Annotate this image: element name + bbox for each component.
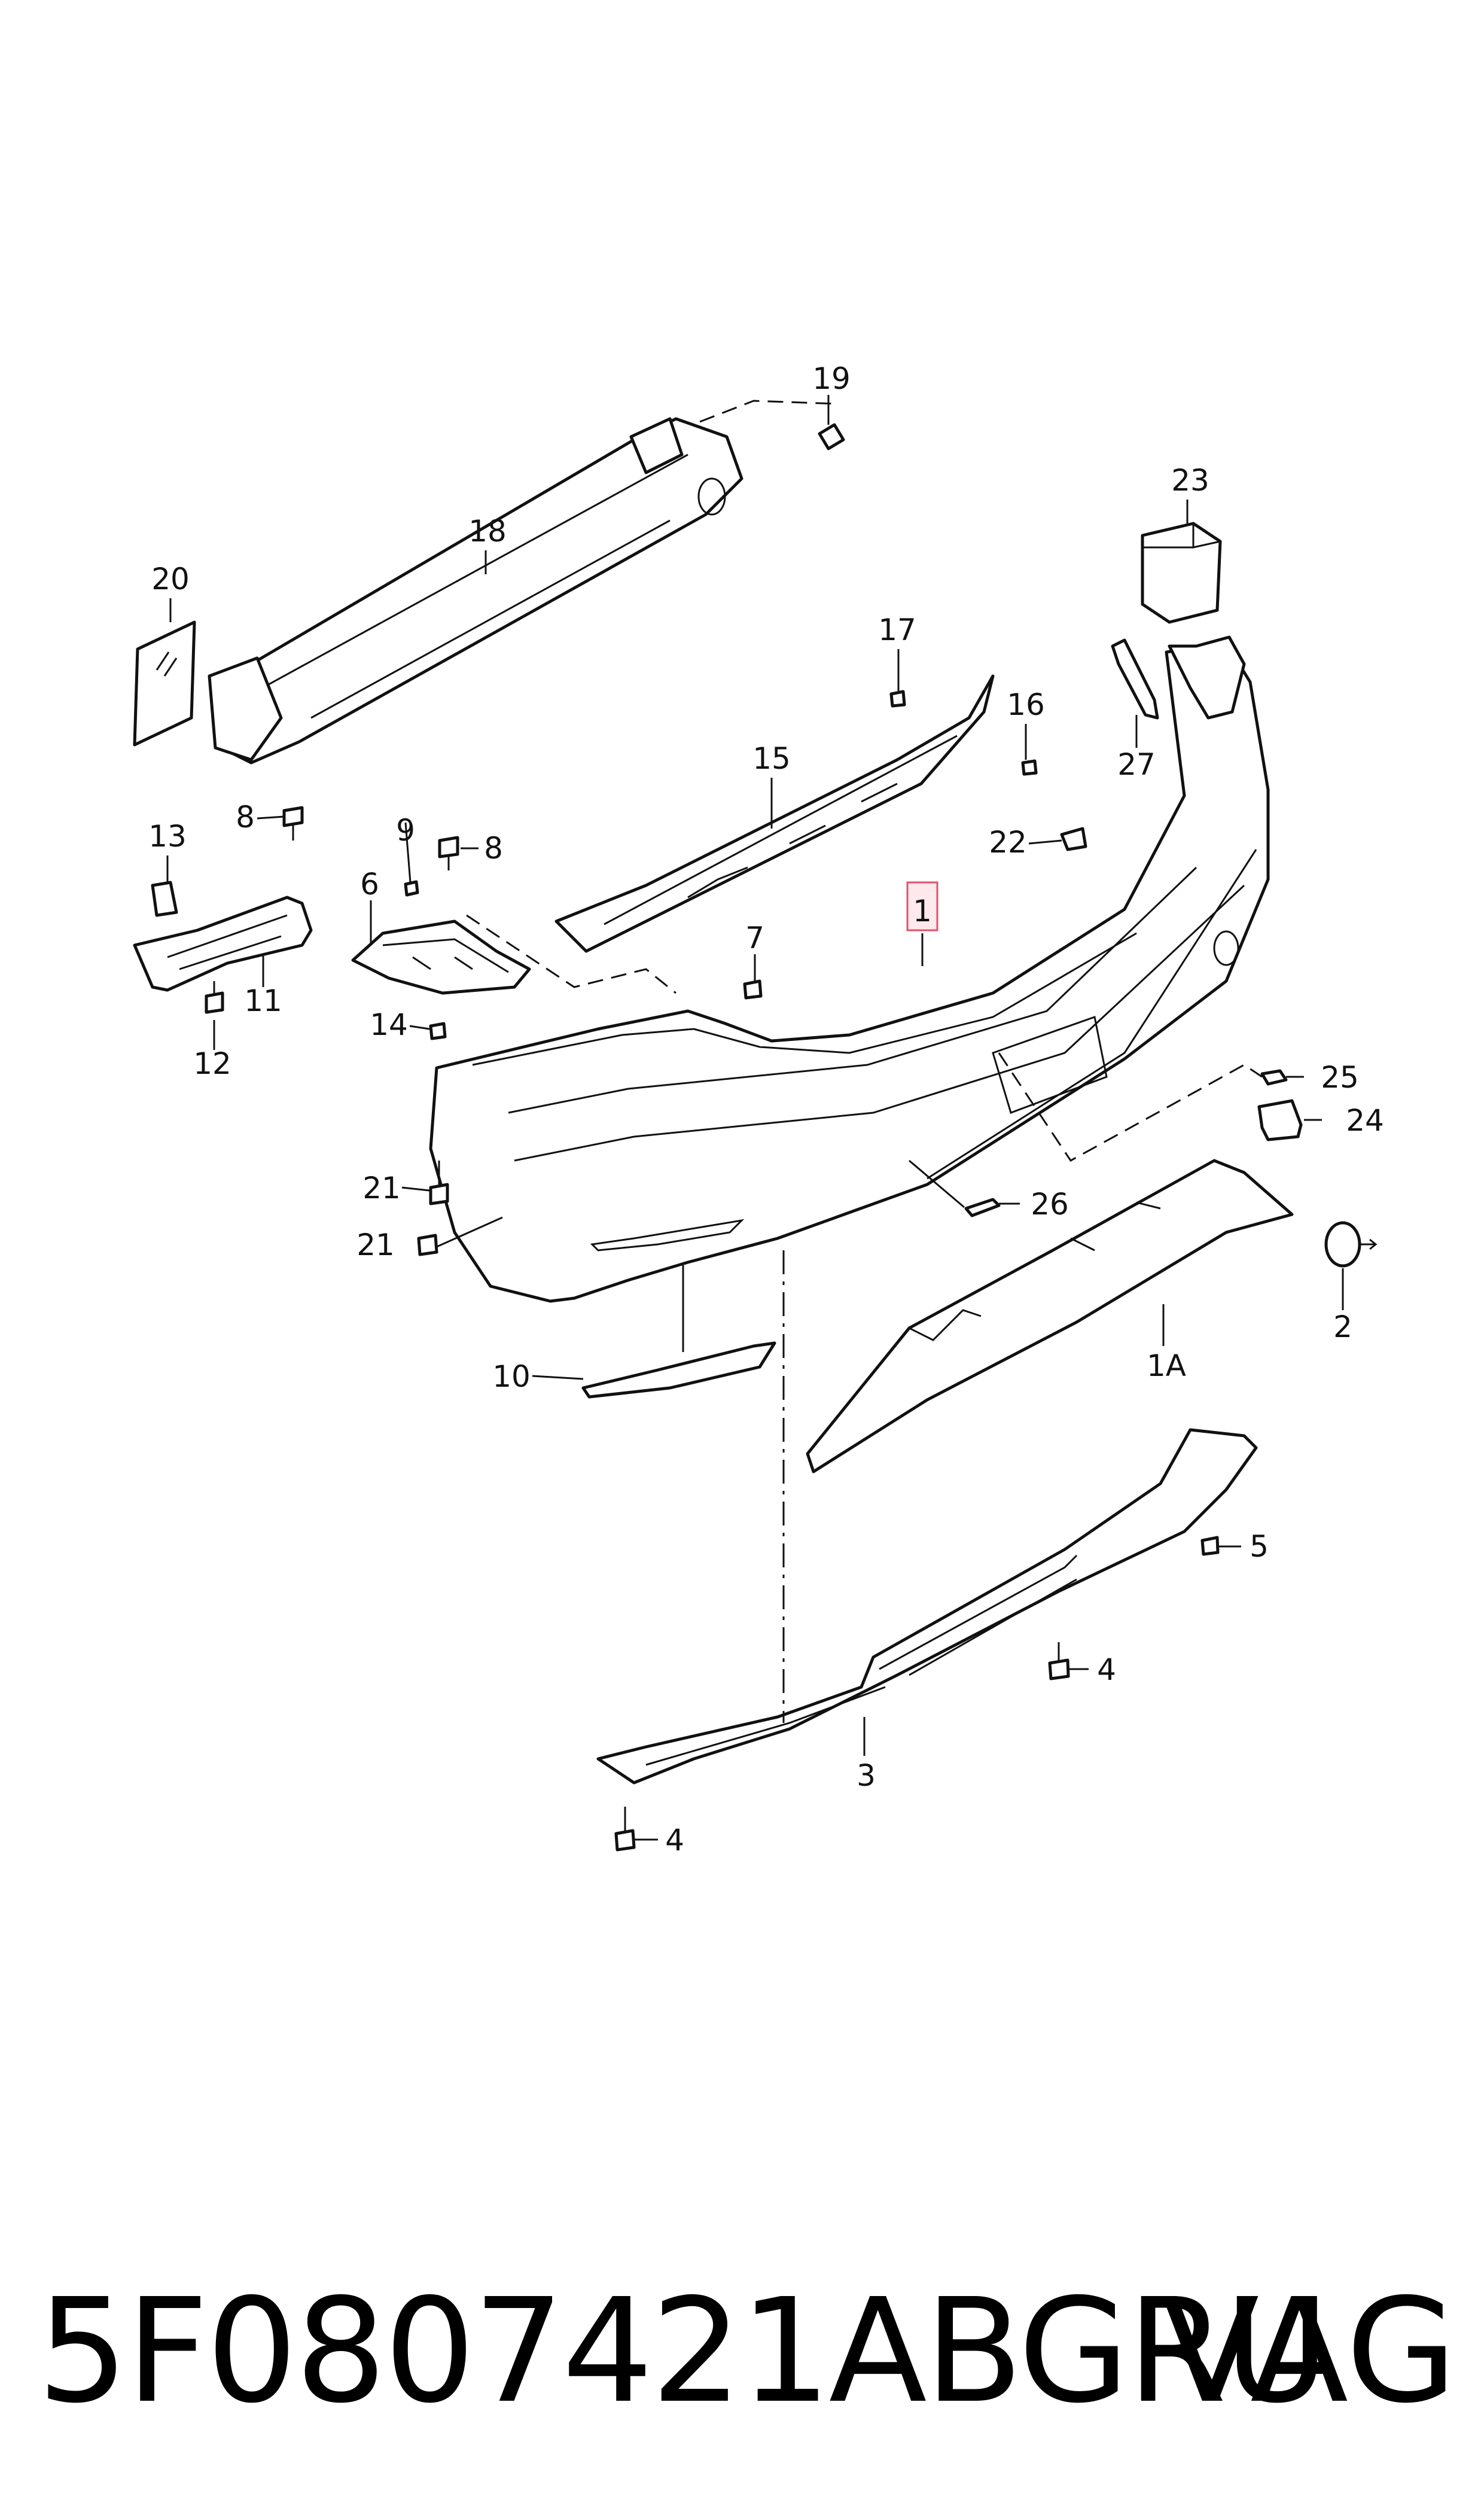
footer: 5F0807421ABGRU VAG: [0, 2261, 1484, 2441]
callout-6: 6: [360, 867, 379, 902]
callout-14: 14: [370, 1007, 408, 1042]
part-24-sensor-holder: [1257, 1099, 1303, 1141]
callout-9: 9: [396, 813, 415, 848]
callout-1A: 1A: [1147, 1348, 1186, 1383]
part-1A-lower-panel: [806, 1159, 1294, 1473]
callout-11: 11: [244, 984, 282, 1018]
callout-16: 16: [1007, 687, 1045, 722]
callout-15: 15: [752, 741, 791, 776]
callout-23: 23: [1171, 463, 1209, 498]
callout-13: 13: [148, 819, 187, 854]
callout-26: 26: [1031, 1187, 1069, 1222]
callout-18: 18: [468, 514, 507, 549]
callout-5: 5: [1250, 1529, 1269, 1564]
part-18-bumper-beam: [208, 417, 743, 765]
callout-20: 20: [151, 562, 190, 596]
callout-21: 21: [362, 1171, 401, 1205]
callout-24: 24: [1346, 1103, 1384, 1138]
callout-7: 7: [745, 921, 764, 955]
exploded-parts-diagram: 19 18 20 23 17 16 27 15 22 13 8 9 8 6 1 …: [133, 361, 1384, 1858]
callout-25: 25: [1321, 1060, 1359, 1095]
callout-22: 22: [989, 825, 1027, 860]
screws: [205, 423, 1220, 1852]
part-23-module: [1141, 522, 1222, 624]
callout-1: 1: [913, 894, 932, 928]
callout-3: 3: [857, 1758, 876, 1793]
assembly-line: [699, 400, 838, 423]
callout-12: 12: [193, 1046, 231, 1081]
part-20-label: [133, 620, 196, 747]
assembly-line: [466, 914, 677, 994]
part-6-center-bracket: [351, 919, 531, 995]
part-3-diffuser: [596, 1428, 1258, 1785]
callout-19: 19: [812, 361, 851, 396]
part-22-clip: [1060, 827, 1087, 851]
assembly-line: [998, 1052, 1263, 1162]
leader-lines: [166, 395, 1344, 1841]
callout-labels: 19 18 20 23 17 16 27 15 22 13 8 9 8 6 1 …: [148, 361, 1384, 1858]
callout-21: 21: [356, 1228, 395, 1262]
callout-27: 27: [1117, 747, 1156, 782]
highlight-box-part-1: [906, 881, 938, 931]
brand-name: VAG: [1161, 2267, 1457, 2435]
part-27-trim-strip: [1111, 638, 1159, 720]
callout-2: 2: [1333, 1310, 1352, 1344]
callout-4: 4: [665, 1823, 684, 1858]
part-13-clip: [151, 881, 178, 917]
part-2-tow-cap: [1324, 1221, 1378, 1268]
part-1-bumper-cover: [429, 635, 1270, 1303]
callout-4: 4: [1097, 1652, 1116, 1687]
part-11-left-bracket: [133, 896, 313, 992]
callout-8: 8: [484, 831, 503, 866]
part-number: 5F0807421ABGRU: [37, 2267, 1330, 2435]
part-10-reflector: [581, 1341, 776, 1399]
callout-10: 10: [492, 1359, 531, 1394]
part-25-clip: [1260, 1069, 1288, 1086]
callout-17: 17: [878, 613, 916, 647]
part-26-clip: [964, 1198, 1001, 1217]
callout-8: 8: [236, 800, 255, 835]
